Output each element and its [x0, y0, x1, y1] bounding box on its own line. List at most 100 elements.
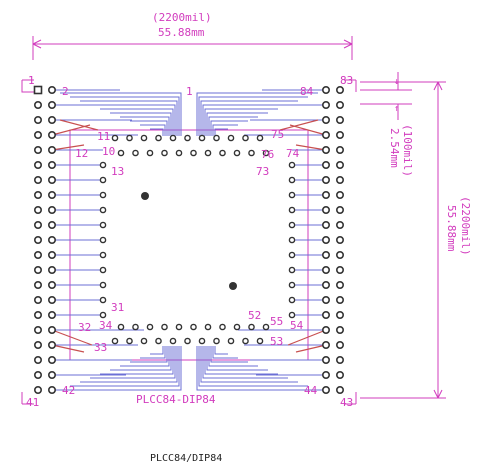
dip-pin-84-label: 84 [300, 85, 314, 98]
plcc-pad-bottom [111, 337, 119, 345]
plcc-pad-bottom [155, 337, 162, 345]
pitch-arrow-down: ↓ [394, 77, 400, 87]
dip-pin-1-label: 1 [28, 74, 35, 87]
plcc-pin-52-label: 52 [248, 309, 262, 322]
frame-corner [21, 80, 34, 93]
plcc-pad-bottom [256, 337, 264, 345]
height-arrows [433, 81, 443, 399]
plcc-pin-13-label: 13 [111, 165, 125, 178]
pin1-square-pad [33, 85, 43, 95]
dip-pad [335, 295, 344, 304]
dip-pad [335, 146, 344, 155]
trace-bottom-left [100, 346, 174, 375]
mounting-hole [141, 192, 149, 200]
plcc-pin-74-label: 74 [286, 147, 300, 160]
dip-pad [47, 101, 56, 110]
dip-pad [33, 280, 42, 289]
dip-pad [33, 176, 42, 185]
trace-top-left [90, 104, 176, 136]
dip-pad [335, 236, 344, 245]
dip-pad [33, 325, 42, 334]
dimension-lines [32, 36, 446, 399]
pad-link [287, 329, 327, 346]
trace-top-right [196, 92, 318, 136]
dip-pad [321, 325, 330, 334]
dip-pin-41-label: 41 [26, 396, 40, 409]
dip-pad [335, 206, 344, 215]
dip-pad [335, 340, 344, 349]
dip-pad [335, 86, 344, 95]
pitch-arrow-up: ↑ [394, 104, 400, 114]
plcc-pin-12-label: 12 [75, 147, 89, 160]
plcc-pad-right [288, 221, 296, 229]
trace-bottom-right [196, 346, 318, 391]
dip-pad [47, 221, 56, 230]
plcc-pad-top-inner [117, 149, 125, 157]
trace-top-right [202, 104, 288, 136]
trace-bottom-right [212, 346, 238, 359]
pad-link [59, 119, 99, 131]
dip-pad [33, 116, 42, 125]
dip-pad [33, 221, 42, 230]
dip-pad [47, 340, 56, 349]
dip-pad [321, 131, 330, 140]
dip-pad [321, 176, 330, 185]
dip-pad [321, 370, 330, 379]
plcc-pad-top [227, 134, 235, 142]
plcc-pad-top [169, 134, 177, 142]
dip-pad [321, 280, 330, 289]
plcc-pad-left [99, 251, 107, 259]
trace-bottom-left [80, 346, 178, 383]
dip-pad [321, 206, 330, 215]
plcc-pad-left [99, 176, 107, 184]
pad-layer [33, 85, 344, 394]
plcc-pin-1-label: 1 [186, 85, 193, 98]
pad-link [295, 144, 327, 151]
trace-top-left [150, 128, 164, 136]
dip-pin-42-label: 42 [62, 384, 76, 397]
dip-pad [321, 295, 330, 304]
pad-link [279, 119, 319, 131]
plcc-pin-73-label: 73 [256, 165, 270, 178]
dip-pad [335, 280, 344, 289]
plcc-pad-bottom-inner [248, 323, 255, 331]
plcc-pad-bottom-inner [233, 323, 241, 331]
plcc-pad-bottom [126, 337, 133, 345]
dip-pad [321, 116, 330, 125]
plcc-pad-bottom [242, 337, 249, 345]
trace-top-right [204, 108, 278, 136]
plcc-pad-left [99, 296, 107, 304]
plcc-pad-left [99, 221, 107, 229]
pad-link [51, 344, 85, 353]
dip-pad [33, 251, 42, 260]
trace-bottom-right [202, 346, 288, 379]
width-mil-label: (2200mil) [152, 11, 212, 24]
plcc-pin-54-label: 54 [290, 319, 304, 332]
dip-pad [321, 340, 330, 349]
trace-bottom-right [204, 346, 278, 375]
plcc-pad-top [242, 134, 249, 142]
dip-pad [321, 251, 330, 260]
trace-bottom-left [110, 346, 172, 371]
mounting-hole [229, 282, 237, 290]
dip-pin-83-label: 83 [340, 74, 354, 87]
plcc-pad-right [288, 161, 296, 169]
dip-pad [33, 236, 42, 245]
dip-pad [335, 221, 344, 230]
trace-bottom-left [150, 346, 164, 355]
trace-top-left [100, 108, 174, 136]
dip-pad [335, 161, 344, 170]
pitch-mil-label: (100mil) [401, 124, 414, 177]
dip-pad [47, 295, 56, 304]
trace-bottom-right [210, 346, 248, 363]
plcc-pad-bottom-inner [204, 323, 212, 331]
plcc-pad-bottom-inner [190, 323, 197, 331]
board-label: PLCC84-DIP84 [136, 393, 216, 406]
plcc-pad-bottom-inner [132, 323, 139, 331]
plcc-pad-right [288, 281, 296, 289]
dip-pad [321, 385, 330, 394]
dip-pad [335, 191, 344, 200]
width-arrows [32, 39, 353, 49]
trace-bottom-left [130, 346, 168, 363]
dip-pad [33, 295, 42, 304]
